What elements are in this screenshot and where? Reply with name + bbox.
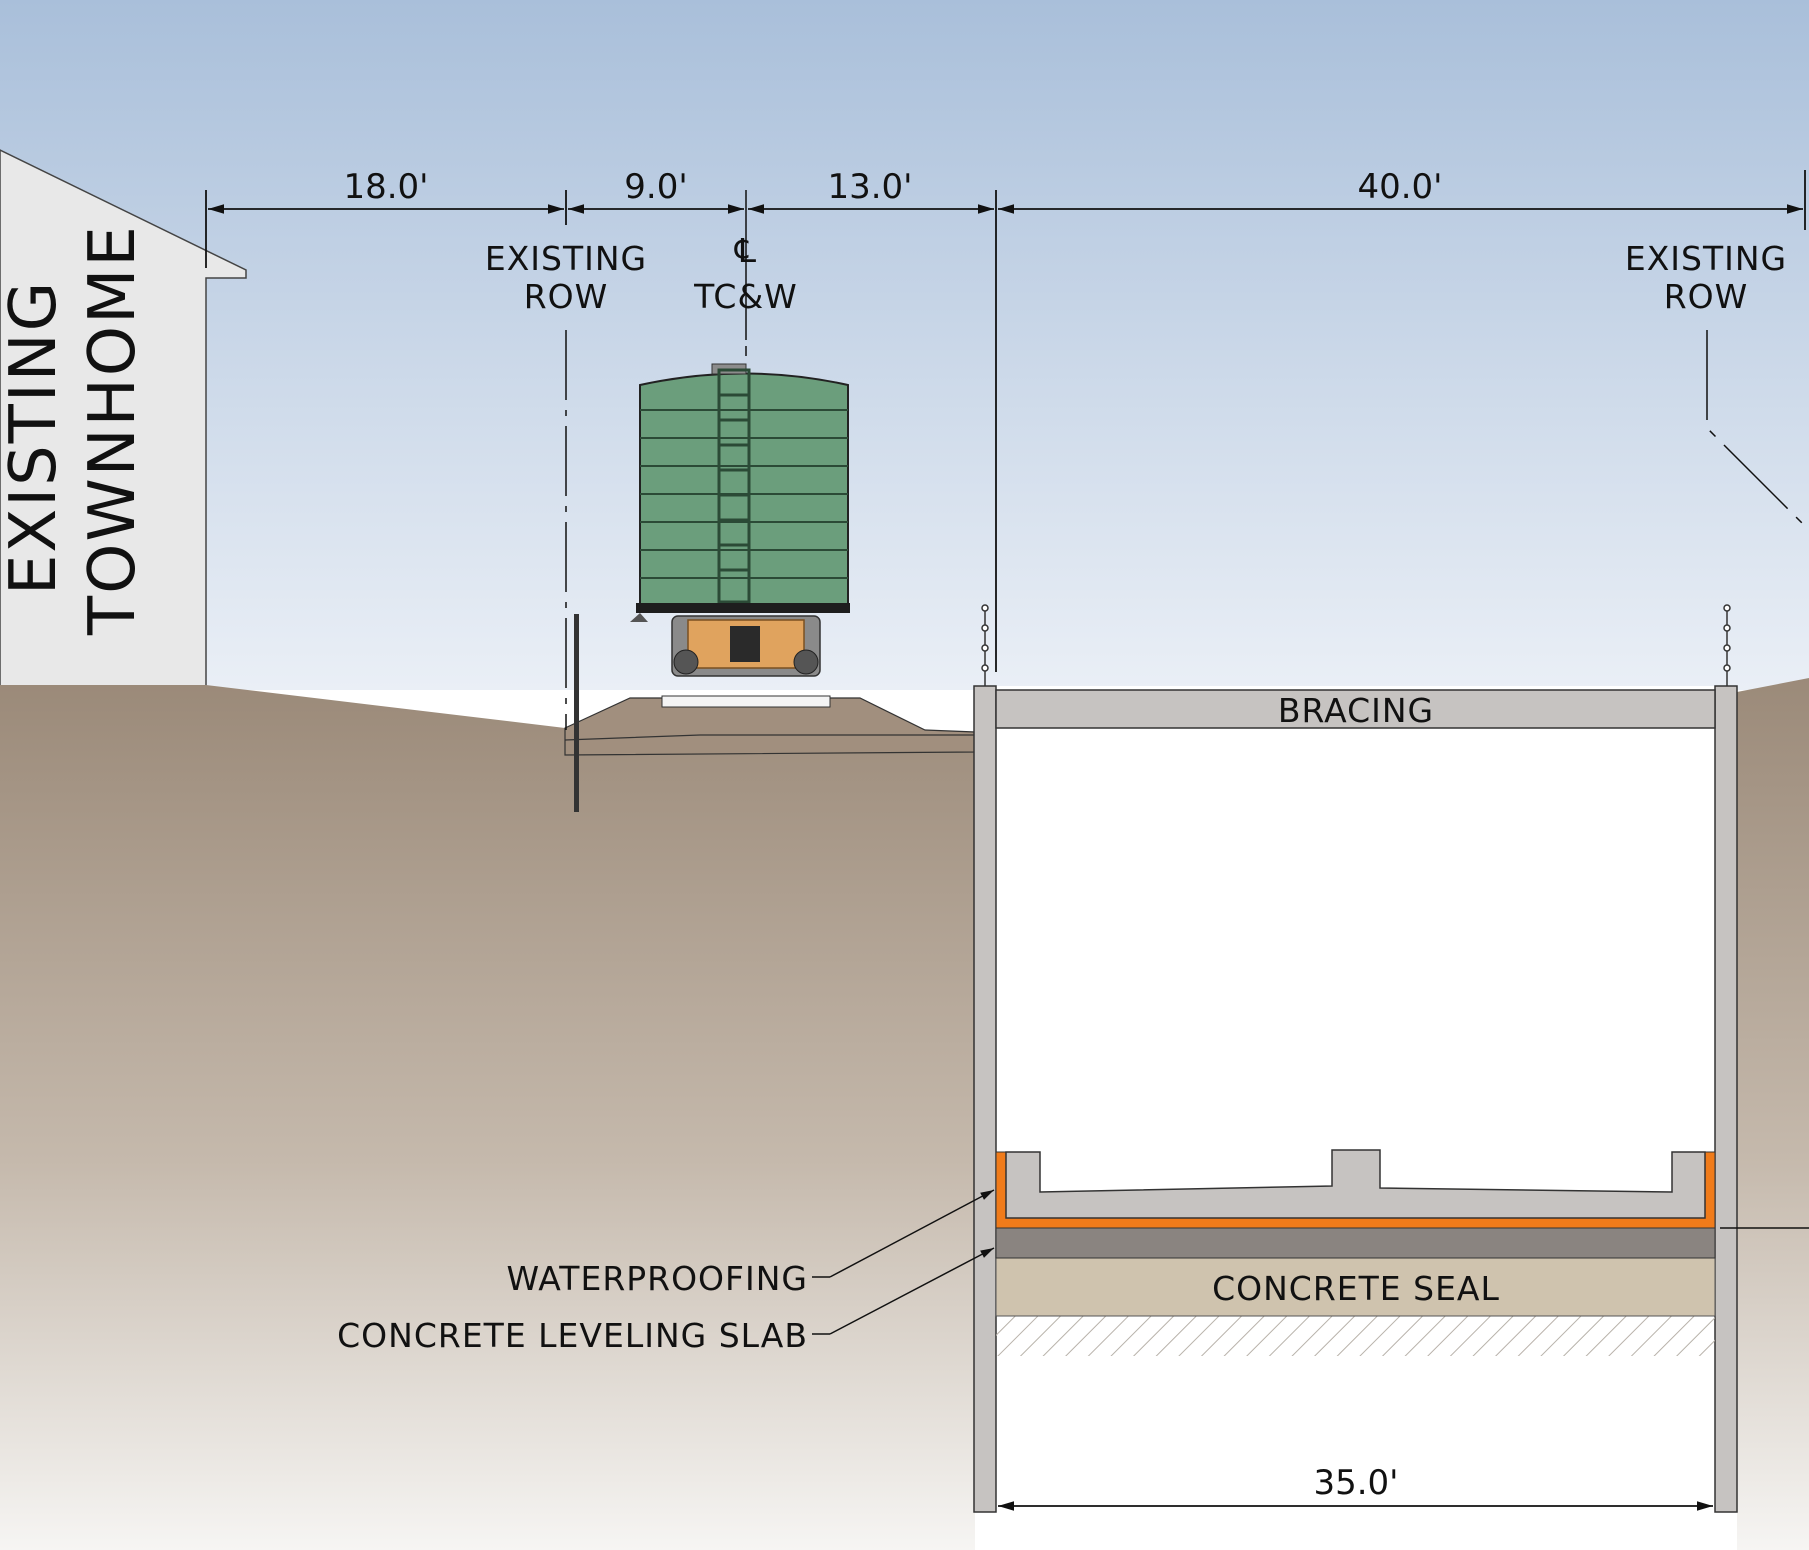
concrete-seal — [995, 1257, 1716, 1317]
row-right-label-line1: EXISTING — [1625, 239, 1787, 278]
row-marker-post — [574, 614, 579, 812]
left-shoring-wall — [973, 685, 997, 1513]
row-left-label-line1: EXISTING — [485, 239, 647, 278]
railcar — [630, 363, 850, 677]
right-shoring-wall — [1714, 685, 1738, 1513]
ground-right — [1737, 678, 1809, 1550]
dimension-13: 13.0' — [827, 167, 912, 207]
base-slab — [1005, 1149, 1706, 1219]
top-dimension-line — [205, 170, 1806, 672]
townhome-label-line1: EXISTING — [0, 280, 71, 595]
row-right-label-line2: ROW — [1664, 277, 1749, 316]
waterproofing-label: WATERPROOFING — [506, 1259, 808, 1298]
sky — [0, 0, 1809, 690]
dimension-9: 9.0' — [624, 167, 687, 207]
railroad-tie — [661, 695, 831, 708]
dimension-40: 40.0' — [1357, 167, 1442, 207]
bracing — [995, 689, 1716, 729]
townhome-label-line2: TOWNHOME — [76, 224, 150, 636]
dimension-18: 18.0' — [343, 167, 428, 207]
leveling-slab — [995, 1227, 1716, 1259]
leveling-slab-label: CONCRETE LEVELING SLAB — [337, 1316, 808, 1355]
concrete-seal-label: CONCRETE SEAL — [1212, 1269, 1500, 1308]
bracing-label: BRACING — [1278, 691, 1434, 730]
ground — [0, 685, 975, 1550]
centerline-symbol: ℄ — [734, 231, 757, 270]
centerline-name: TC&W — [693, 277, 798, 316]
hatch-base — [996, 1316, 1715, 1356]
townhome-building — [0, 149, 247, 691]
dimension-35: 35.0' — [1313, 1463, 1398, 1503]
row-left-label-line2: ROW — [524, 277, 609, 316]
row-right-line — [1706, 330, 1809, 531]
